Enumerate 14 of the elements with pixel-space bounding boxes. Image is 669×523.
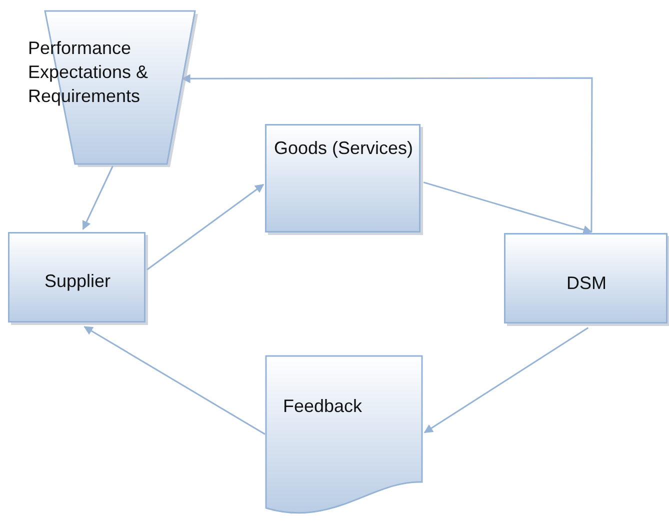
node-label: Feedback bbox=[283, 395, 362, 418]
arrow bbox=[146, 184, 264, 270]
node-label: Supplier bbox=[43, 270, 112, 293]
arrow bbox=[181, 74, 593, 232]
arrow bbox=[424, 327, 589, 434]
arrow bbox=[423, 182, 592, 234]
process-box bbox=[504, 233, 669, 325]
arrow bbox=[82, 166, 114, 230]
arrow bbox=[84, 326, 266, 435]
node-label: DSM bbox=[566, 272, 608, 295]
node-label: Performance Expectations & Requirements bbox=[28, 37, 150, 108]
process-box bbox=[265, 124, 422, 234]
process-box bbox=[8, 232, 147, 324]
node-label: Goods (Services) bbox=[272, 137, 414, 160]
